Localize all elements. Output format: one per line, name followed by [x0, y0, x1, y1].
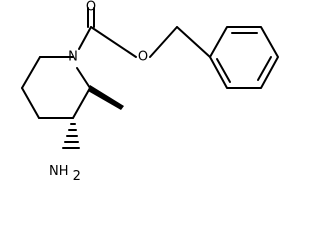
chemical-structure-svg: N O O NH 2	[21, 0, 279, 180]
bond-n-carbonyl-carbon	[78, 26, 92, 50]
bond-ring-c2-n	[76, 67, 91, 89]
ring-nitrogen-label: N	[68, 50, 78, 65]
atom-labels: N O O NH 2	[49, 0, 148, 180]
ester-oxygen-label: O	[138, 50, 148, 65]
bond-ring-c6-c5	[21, 56, 41, 89]
bond-ring-c5-c4	[21, 87, 40, 119]
amine-label: NH 2	[49, 164, 81, 181]
stereochemistry-bonds	[62, 85, 124, 149]
molecular-structure-diagram: N O O NH 2	[21, 0, 279, 180]
bond-carbonyl-to-ester-oxygen	[90, 26, 137, 58]
carbamate-group	[78, 7, 211, 58]
carbonyl-oxygen-label: O	[86, 0, 96, 15]
amine-label-subscript: 2	[73, 169, 81, 181]
benzene-outer-ring	[209, 26, 279, 89]
methyl-wedge-bond	[88, 85, 124, 110]
bond-ch2-to-phenyl	[176, 26, 211, 58]
amine-hashed-bond	[62, 123, 80, 149]
benzene-inner-double-bond-left	[216, 58, 231, 83]
bond-ester-oxygen-to-ch2	[149, 26, 178, 58]
amine-label-main: NH	[49, 164, 69, 179]
bond-ring-c3-c2	[72, 87, 91, 119]
benzene-inner-double-bond-right	[257, 56, 272, 81]
piperidine-ring	[21, 56, 91, 119]
benzene-ring	[209, 26, 279, 89]
